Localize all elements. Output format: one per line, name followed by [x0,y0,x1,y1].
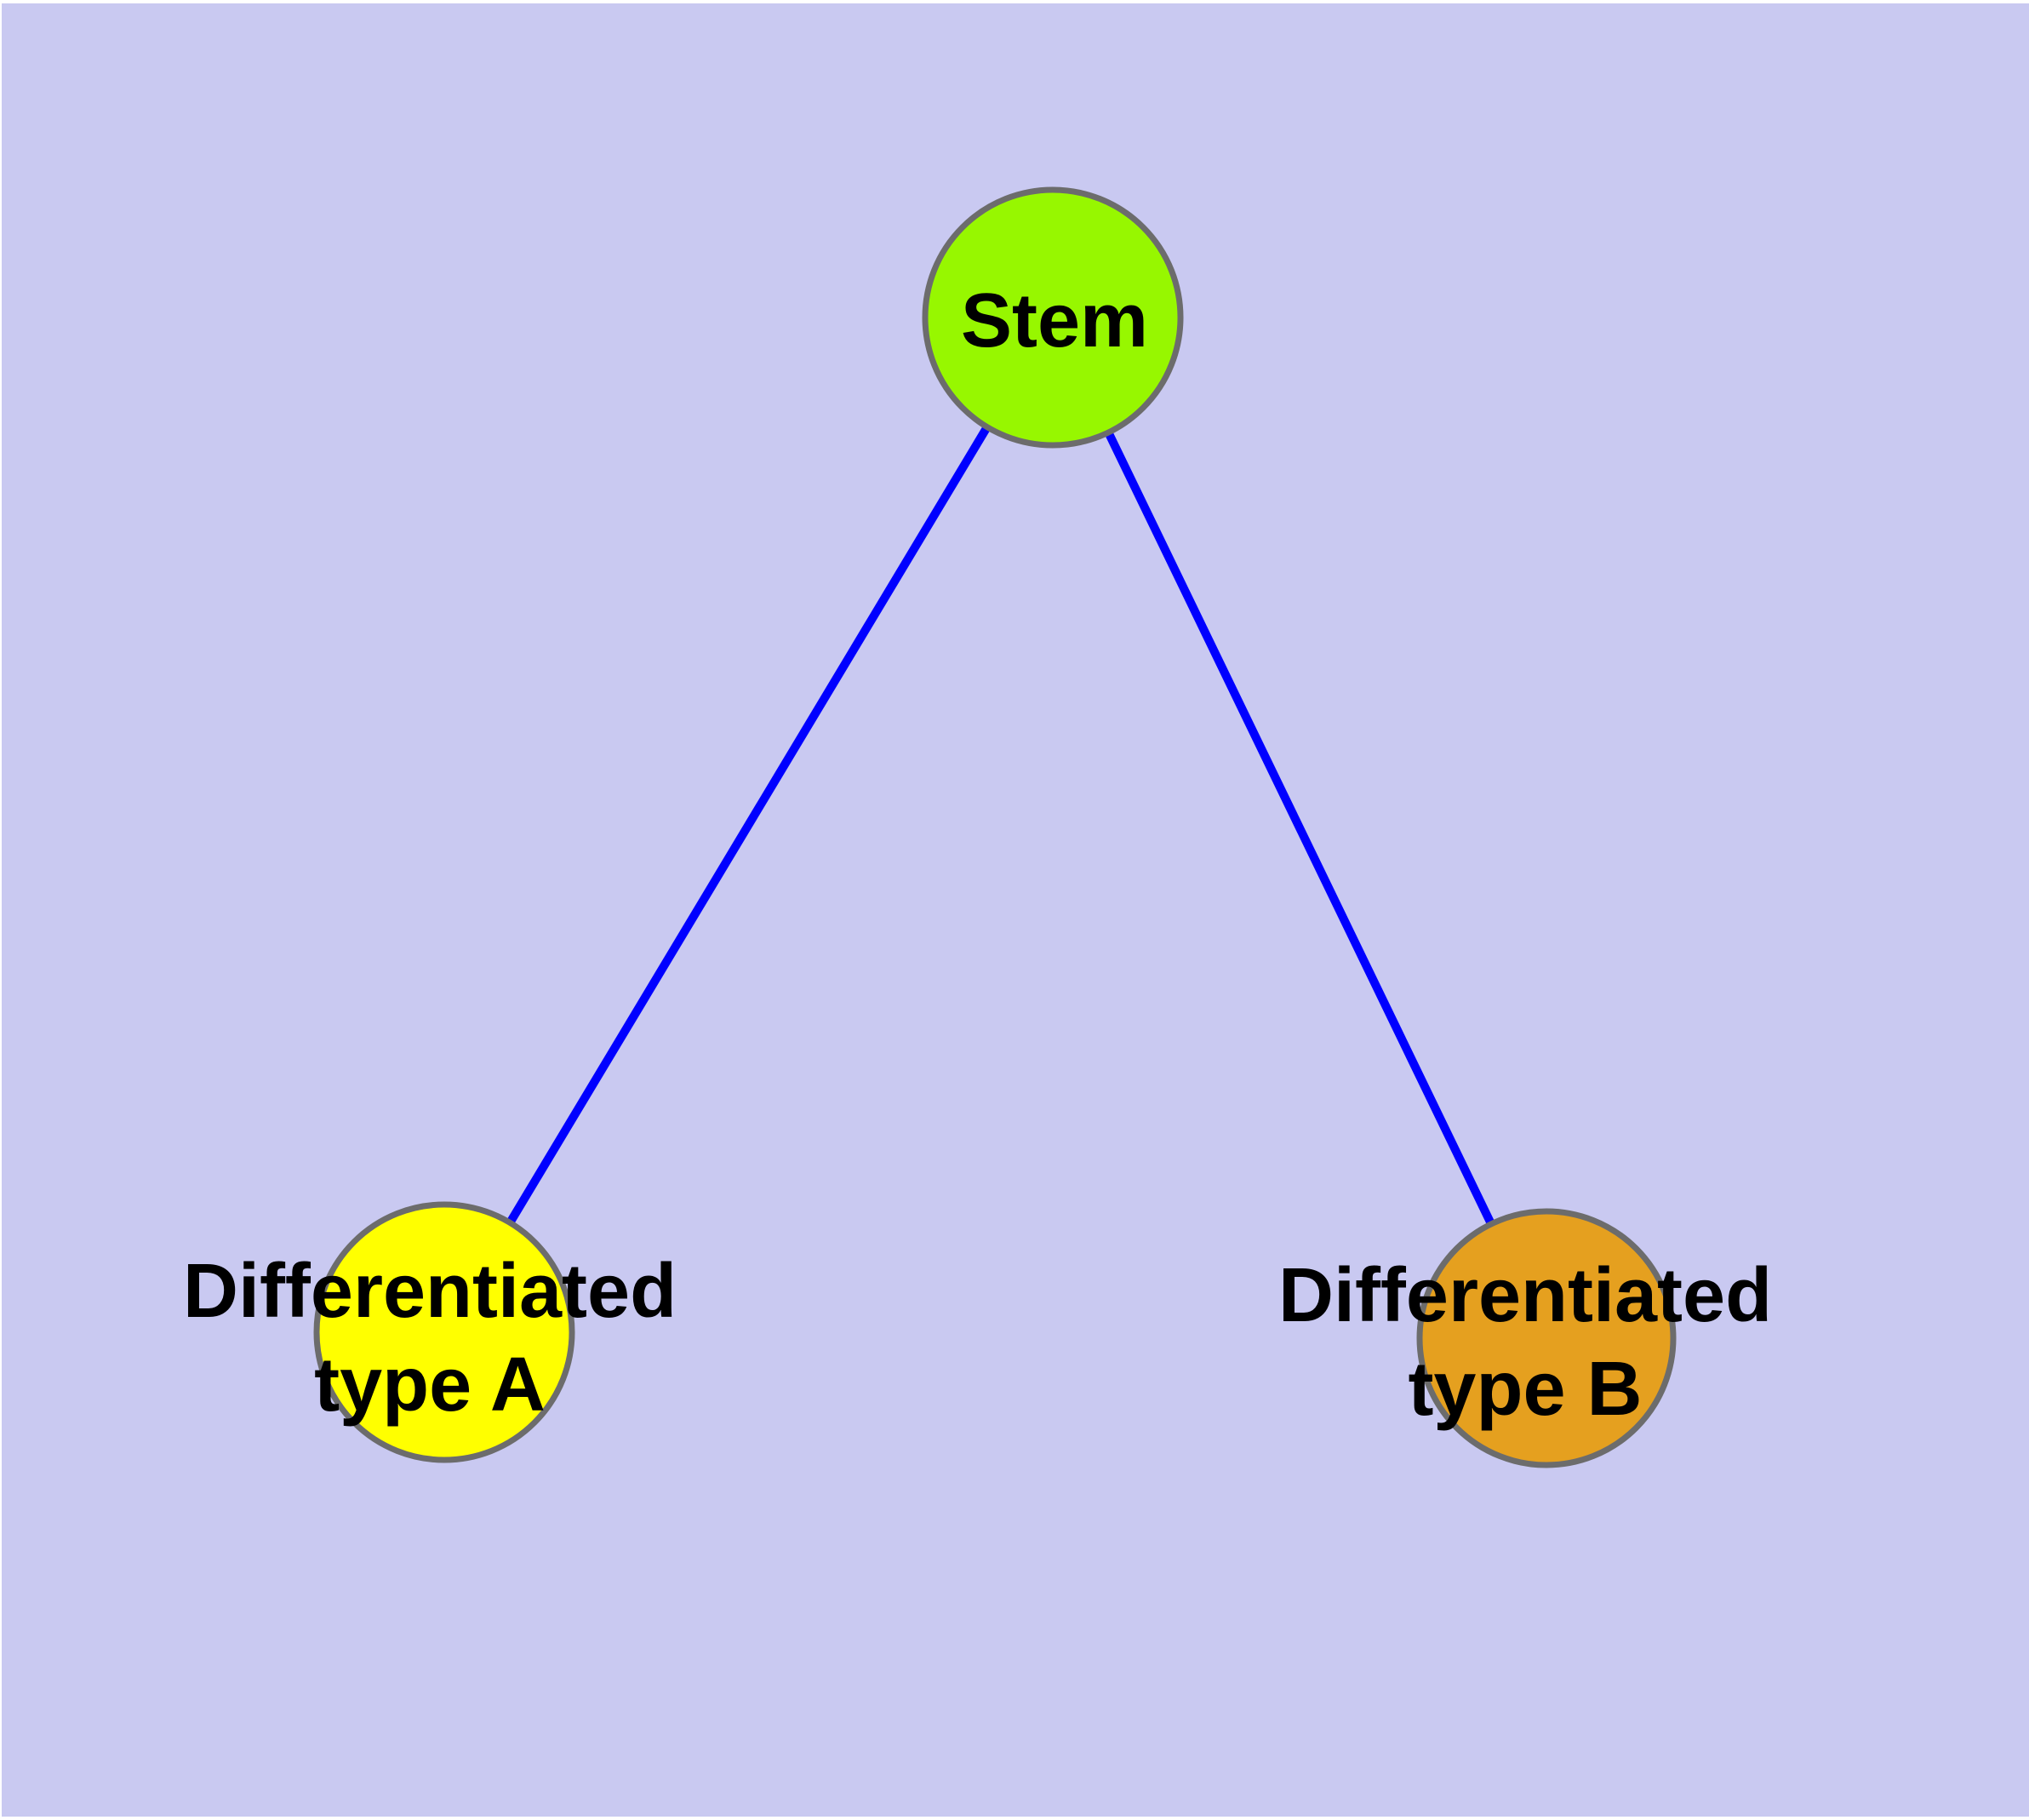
edge-stem-to-type-a [440,315,1057,1335]
node-stem-label: Stem [960,278,1149,363]
node-type-b-label-line1: Differentiated [1277,1253,1773,1338]
node-type-b-label-line2: type B [1408,1347,1643,1432]
edge-stem-to-type-b [1049,315,1551,1341]
node-type-a-circle [313,1201,575,1463]
node-type-b-label: Differentiated type B [1278,1249,1772,1436]
node-type-a-label-line1: Differentiated [182,1249,677,1334]
node-type-a-label: Differentiated type A [183,1245,677,1432]
node-type-b-circle [1416,1208,1677,1468]
node-stem-circle [922,186,1184,449]
node-type-a-label-line2: type A [314,1342,546,1428]
